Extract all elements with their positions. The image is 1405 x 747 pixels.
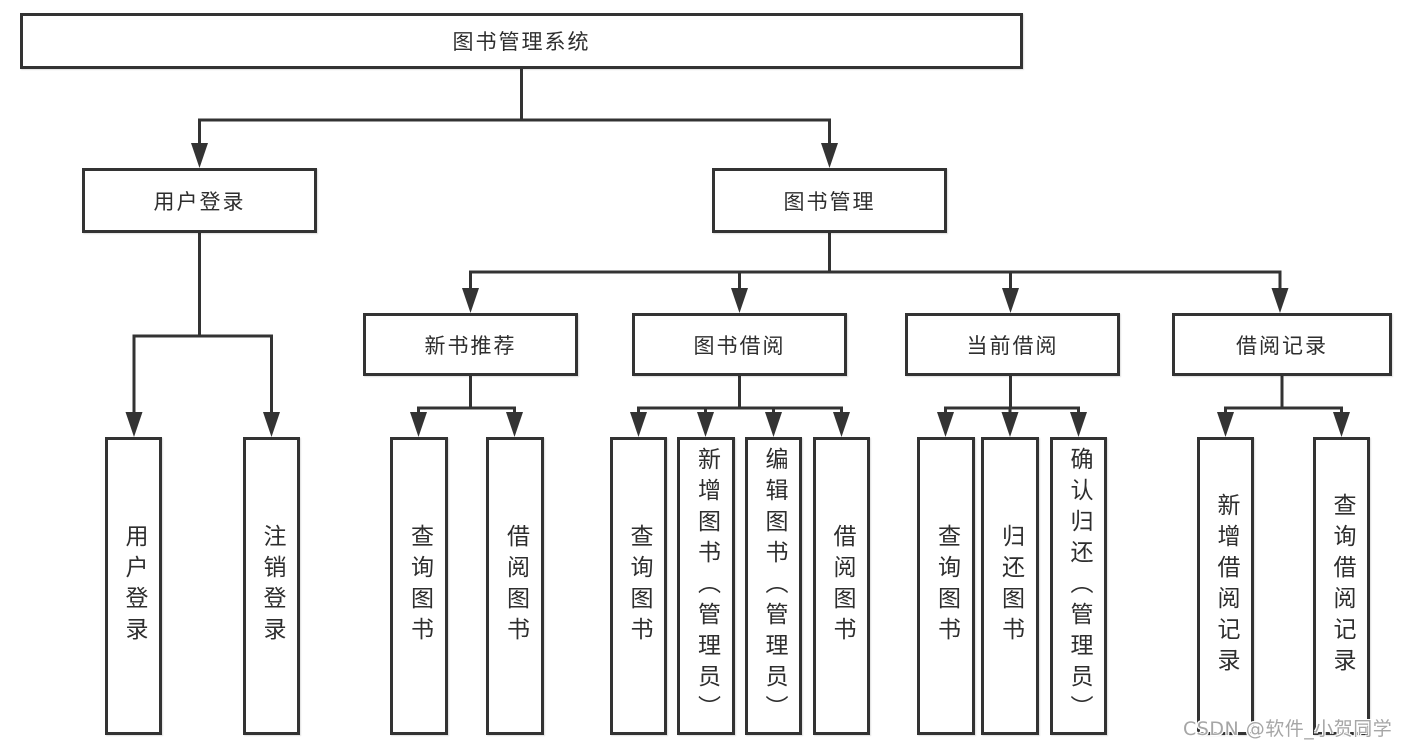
leaf-bb-add-books-admin: 新增图书（管理员） bbox=[677, 437, 735, 735]
leaf-nbr-borrow-books: 借阅图书 bbox=[486, 437, 544, 735]
leaf-cb-query-books-label: 查询图书 bbox=[933, 524, 960, 648]
leaf-bb-borrow-books-label: 借阅图书 bbox=[829, 524, 855, 648]
leaf-cb-query-books: 查询图书 bbox=[917, 437, 975, 735]
node-library-management-system-label: 图书管理系统 bbox=[452, 30, 591, 54]
node-book-borrow: 图书借阅 bbox=[632, 313, 847, 376]
node-new-book-recommend-label: 新书推荐 bbox=[424, 333, 517, 358]
edge-book-management-children bbox=[462, 233, 1289, 313]
node-new-book-recommend: 新书推荐 bbox=[363, 313, 578, 376]
leaf-br-query-record: 查询借阅记录 bbox=[1313, 437, 1370, 735]
leaf-br-add-record-label: 新增借阅记录 bbox=[1213, 493, 1239, 679]
leaf-cb-return-books-label: 归还图书 bbox=[997, 524, 1024, 648]
leaf-cb-confirm-return-admin-label: 确认归还（管理员） bbox=[1066, 446, 1092, 726]
leaf-nbr-query-books-label: 查询图书 bbox=[406, 524, 433, 648]
leaf-bb-query-books-label: 查询图书 bbox=[626, 524, 652, 648]
node-book-management: 图书管理 bbox=[712, 168, 947, 233]
leaf-cb-return-books: 归还图书 bbox=[981, 437, 1039, 735]
node-borrow-records: 借阅记录 bbox=[1172, 313, 1392, 376]
edge-borrow-records-children bbox=[1217, 376, 1350, 437]
leaf-bb-query-books: 查询图书 bbox=[610, 437, 667, 735]
node-user-login-label: 用户登录 bbox=[153, 189, 246, 214]
node-borrow-records-label: 借阅记录 bbox=[1236, 333, 1328, 358]
edge-current-borrow-children bbox=[937, 376, 1087, 437]
leaf-user-login-label: 用户登录 bbox=[121, 524, 147, 648]
leaf-nbr-query-books: 查询图书 bbox=[390, 437, 448, 735]
node-library-management-system: 图书管理系统 bbox=[20, 13, 1023, 69]
edge-user-login-children bbox=[125, 233, 280, 437]
node-user-login: 用户登录 bbox=[82, 168, 317, 233]
edge-root-children bbox=[191, 69, 838, 168]
leaf-nbr-borrow-books-label: 借阅图书 bbox=[502, 524, 529, 648]
node-current-borrow: 当前借阅 bbox=[905, 313, 1120, 376]
leaf-bb-edit-books-admin-label: 编辑图书（管理员） bbox=[761, 446, 787, 726]
leaf-user-login: 用户登录 bbox=[105, 437, 162, 735]
leaf-bb-edit-books-admin: 编辑图书（管理员） bbox=[745, 437, 802, 735]
leaf-bb-add-books-admin-label: 新增图书（管理员） bbox=[693, 446, 720, 726]
leaf-br-add-record: 新增借阅记录 bbox=[1197, 437, 1254, 735]
node-book-borrow-label: 图书借阅 bbox=[693, 333, 786, 358]
leaf-bb-borrow-books: 借阅图书 bbox=[813, 437, 870, 735]
leaf-br-query-record-label: 查询借阅记录 bbox=[1329, 493, 1355, 679]
leaf-logout: 注销登录 bbox=[243, 437, 300, 735]
edge-book-borrow-children bbox=[630, 376, 850, 437]
edge-new-book-recommend-children bbox=[410, 376, 523, 437]
leaf-logout-label: 注销登录 bbox=[259, 524, 285, 648]
node-current-borrow-label: 当前借阅 bbox=[966, 333, 1059, 358]
watermark: CSDN @软件_小贺同学 bbox=[1183, 718, 1393, 740]
node-book-management-label: 图书管理 bbox=[783, 189, 876, 214]
leaf-cb-confirm-return-admin: 确认归还（管理员） bbox=[1050, 437, 1107, 735]
